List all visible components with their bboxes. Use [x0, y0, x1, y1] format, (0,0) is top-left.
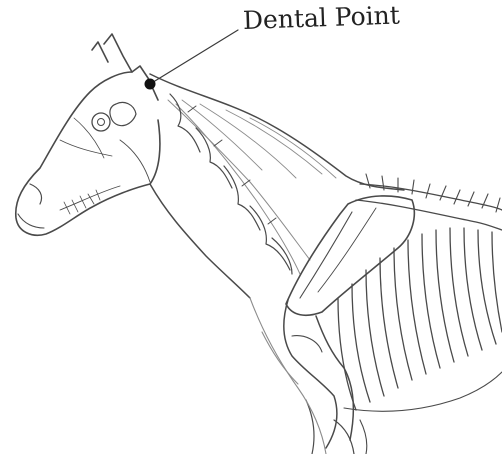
cervical-vertebrae — [170, 94, 292, 274]
callout-leader-line — [150, 30, 238, 84]
neck-outline — [150, 74, 404, 298]
thoracic-spine — [356, 174, 502, 230]
rib-cage — [338, 228, 502, 411]
chest-outline — [250, 298, 326, 454]
head-outline — [16, 34, 160, 235]
dental-point-label: Dental Point — [242, 0, 400, 38]
dental-point-marker — [145, 79, 156, 90]
scapula — [286, 196, 414, 315]
